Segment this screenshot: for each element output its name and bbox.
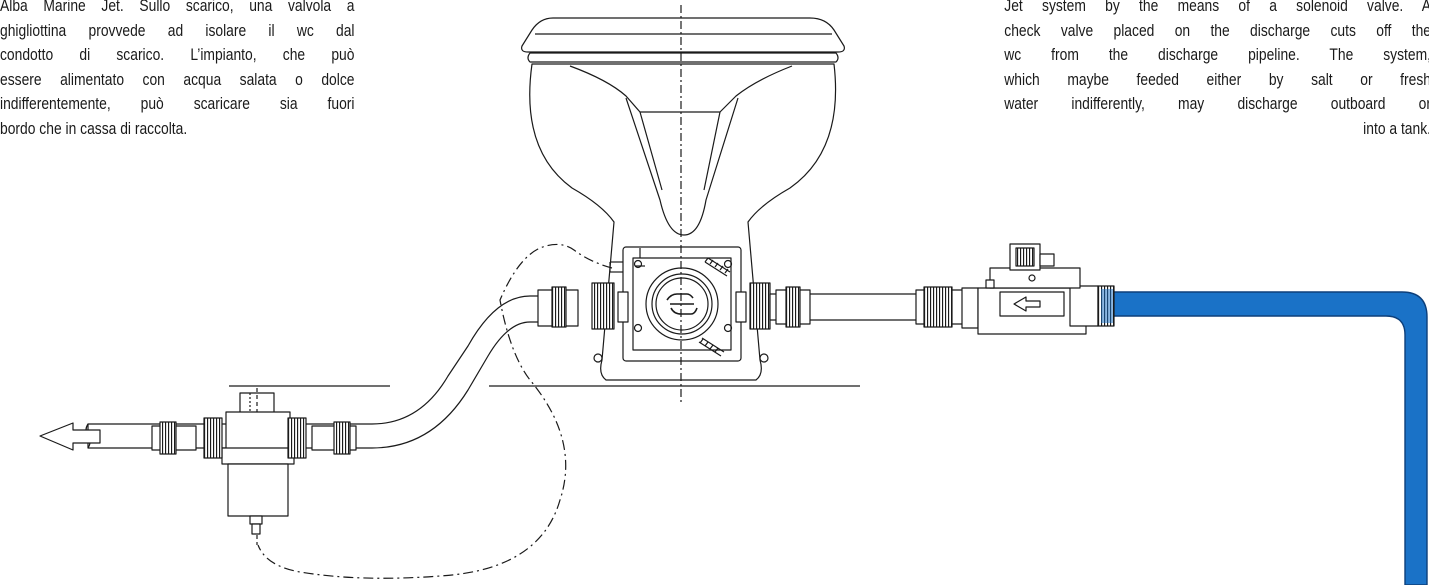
discharge-couplings <box>151 282 771 459</box>
italian-line-1: Alba Marine Jet. Sullo scarico, una valv… <box>0 0 355 15</box>
solenoid-valve <box>961 243 1099 335</box>
english-description: Jet system by the means of a solenoid va… <box>1004 0 1429 141</box>
english-line-1: Jet system by the means of a solenoid va… <box>1004 0 1429 15</box>
italian-line-5: indifferentemente, può scaricare sia fuo… <box>0 95 355 113</box>
english-line-3: wc from the discharge pipeline. The syst… <box>1004 46 1429 64</box>
inlet-pipe <box>769 286 965 328</box>
toilet-seat <box>527 52 839 63</box>
toilet <box>521 17 845 381</box>
english-line-4: which maybe feeded either by salt or fre… <box>1004 70 1429 89</box>
check-valve <box>215 388 299 545</box>
italian-description: Alba Marine Jet. Sullo scarico, una valv… <box>0 0 354 141</box>
english-line-2: check valve placed on the discharge cuts… <box>1004 21 1429 40</box>
control-wire <box>257 243 613 579</box>
toilet-lid <box>521 17 845 53</box>
toilet-bowl-inner <box>569 65 793 113</box>
discharge-hose <box>85 295 556 449</box>
arrow-left-icon <box>39 422 101 451</box>
logo-icon <box>666 293 698 315</box>
english-line-6: into a tank. <box>1363 119 1429 138</box>
pump-spring <box>698 257 731 357</box>
italian-line-6: bordo che in cassa di raccolta. <box>0 119 188 138</box>
italian-line-4: essere alimentato con acqua salata o dol… <box>0 70 355 89</box>
toilet-bowl <box>529 63 837 381</box>
water-inlet-hose <box>1097 285 1428 585</box>
english-line-5: water indifferently, may discharge outbo… <box>1004 95 1429 113</box>
italian-line-2: ghigliottina provvede ad isolare il wc d… <box>0 21 355 40</box>
italian-line-3: condotto di scarico. L’impianto, che può <box>0 46 355 64</box>
